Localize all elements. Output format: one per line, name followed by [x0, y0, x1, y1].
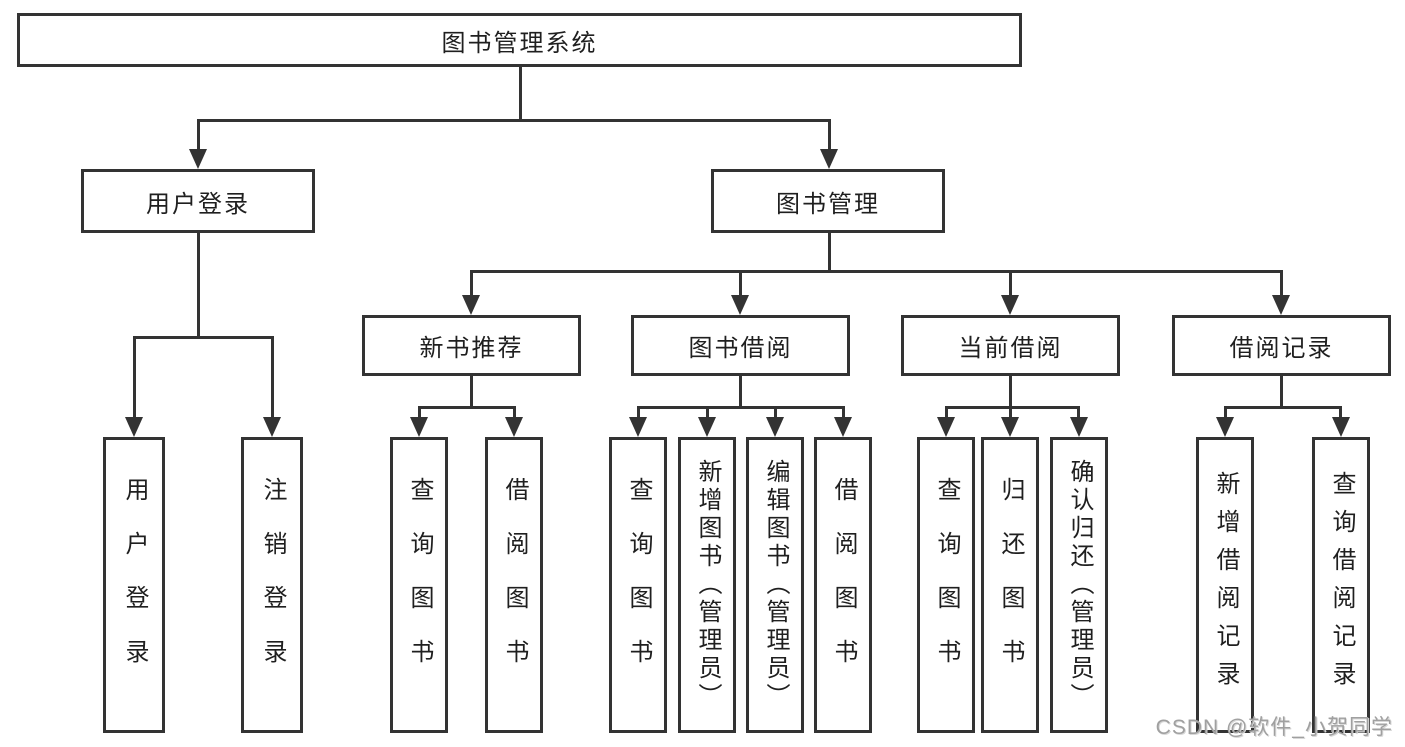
arrow-down-icon: [731, 295, 749, 315]
node-label: 图书管理系统: [441, 29, 598, 57]
connector-line: [133, 336, 136, 419]
arrow-down-icon: [1272, 295, 1290, 315]
node-label: 图书管理: [776, 190, 880, 218]
node-label: 图书借阅: [688, 335, 793, 362]
leaf-user-login: 用户登录: [103, 437, 165, 733]
connector-line: [1280, 376, 1283, 407]
connector-line: [739, 376, 742, 407]
connector-line: [1224, 406, 1227, 420]
arrow-down-icon: [1070, 417, 1088, 437]
watermark-credit: CSDN @软件_小贺同学: [1155, 716, 1393, 739]
arrow-down-icon: [462, 295, 480, 315]
connector-line: [197, 119, 200, 152]
leaf-confirm-return-admin: 确认归还（管理员）: [1050, 437, 1108, 733]
leaf-label: 注销登录: [259, 477, 286, 693]
node-label: 借阅记录: [1229, 335, 1334, 362]
connector-line: [637, 406, 844, 409]
leaf-edit-books-admin: 编辑图书（管理员）: [746, 437, 804, 733]
arrow-down-icon: [189, 149, 207, 169]
connector-line: [842, 406, 845, 420]
connector-line: [945, 406, 948, 420]
connector-line: [1339, 406, 1342, 420]
leaf-label: 新增图书（管理员）: [694, 459, 721, 711]
arrow-down-icon: [629, 417, 647, 437]
leaf-label: 确认归还（管理员）: [1066, 459, 1093, 711]
node-borrowing-records: 借阅记录: [1172, 315, 1391, 376]
node-new-book-recommendation: 新书推荐: [362, 315, 581, 376]
connector-line: [470, 376, 473, 407]
leaf-label: 归还图书: [997, 477, 1024, 693]
arrow-down-icon: [125, 417, 143, 437]
leaf-add-borrow-record: 新增借阅记录: [1196, 437, 1254, 733]
leaf-query-borrow-record: 查询借阅记录: [1312, 437, 1370, 733]
node-current-borrowing: 当前借阅: [901, 315, 1120, 376]
arrow-down-icon: [1001, 417, 1019, 437]
connector-line: [1009, 406, 1012, 420]
connector-line: [418, 406, 421, 420]
connector-line: [133, 336, 274, 339]
connector-line: [519, 67, 522, 120]
node-library-system: 图书管理系统: [17, 13, 1022, 67]
arrow-down-icon: [834, 417, 852, 437]
leaf-label: 查询图书: [406, 477, 433, 693]
connector-line: [197, 233, 200, 337]
leaf-query-books-current: 查询图书: [917, 437, 975, 733]
arrow-down-icon: [937, 417, 955, 437]
connector-line: [1009, 376, 1012, 407]
node-label: 用户登录: [146, 190, 250, 218]
leaf-label: 查询图书: [933, 477, 960, 693]
arrow-down-icon: [1001, 295, 1019, 315]
arrow-down-icon: [766, 417, 784, 437]
leaf-label: 借阅图书: [501, 477, 528, 693]
node-label: 新书推荐: [419, 335, 524, 362]
connector-line: [470, 270, 473, 298]
connector-line: [828, 233, 831, 271]
connector-line: [828, 119, 831, 152]
arrow-down-icon: [505, 417, 523, 437]
leaf-label: 查询图书: [625, 477, 652, 693]
connector-line: [774, 406, 777, 420]
leaf-label: 借阅图书: [830, 477, 857, 693]
leaf-borrow-books-recommend: 借阅图书: [485, 437, 543, 733]
arrow-down-icon: [263, 417, 281, 437]
arrow-down-icon: [1332, 417, 1350, 437]
leaf-label: 编辑图书（管理员）: [762, 459, 789, 711]
connector-line: [1077, 406, 1080, 420]
leaf-logout: 注销登录: [241, 437, 303, 733]
arrow-down-icon: [698, 417, 716, 437]
leaf-query-books-recommend: 查询图书: [390, 437, 448, 733]
connector-line: [418, 406, 516, 409]
connector-line: [1224, 406, 1342, 409]
leaf-label: 查询借阅记录: [1328, 471, 1355, 699]
leaf-label: 新增借阅记录: [1212, 471, 1239, 699]
connector-line: [706, 406, 709, 420]
connector-line: [637, 406, 640, 420]
node-book-borrowing: 图书借阅: [631, 315, 850, 376]
leaf-label: 用户登录: [121, 477, 148, 693]
connector-line: [470, 270, 1283, 273]
node-user-login: 用户登录: [81, 169, 315, 233]
arrow-down-icon: [410, 417, 428, 437]
connector-line: [739, 270, 742, 298]
leaf-add-books-admin: 新增图书（管理员）: [678, 437, 736, 733]
node-book-management: 图书管理: [711, 169, 945, 233]
connector-line: [197, 119, 831, 122]
leaf-return-books: 归还图书: [981, 437, 1039, 733]
connector-line: [945, 406, 1080, 409]
connector-line: [271, 336, 274, 419]
node-label: 当前借阅: [958, 335, 1063, 362]
leaf-query-books-borrowing: 查询图书: [609, 437, 667, 733]
arrow-down-icon: [1216, 417, 1234, 437]
leaf-borrow-books: 借阅图书: [814, 437, 872, 733]
connector-line: [1009, 270, 1012, 298]
connector-line: [513, 406, 516, 420]
connector-line: [1280, 270, 1283, 298]
arrow-down-icon: [820, 149, 838, 169]
